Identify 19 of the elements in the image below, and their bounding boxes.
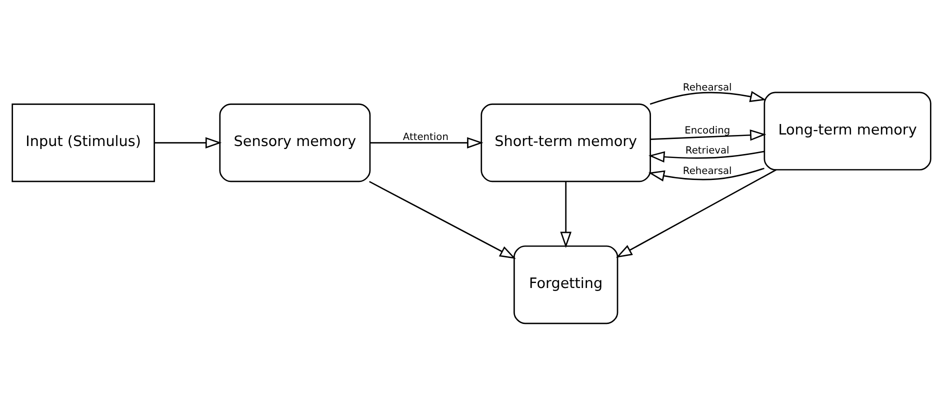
- node-box: Short-term memory: [480, 102, 651, 182]
- arrow: [648, 167, 764, 181]
- edge-label: Retrieval: [685, 144, 730, 156]
- arrow: [650, 90, 766, 104]
- node-box: Forgetting: [514, 244, 618, 324]
- arrow: [560, 180, 572, 248]
- arrow: [650, 128, 766, 140]
- arrow: [648, 150, 765, 162]
- node-box: Long-term memory: [764, 91, 932, 170]
- edge-label: Rehearsal: [682, 166, 732, 177]
- node-box: Input (Stimulus): [12, 102, 155, 182]
- arrow: [369, 180, 516, 258]
- edge-label: Attention: [402, 131, 448, 142]
- arrow: [154, 136, 222, 148]
- edge-label: Encoding: [684, 125, 730, 136]
- edge-label: Rehearsal: [682, 82, 732, 93]
- arrow: [370, 136, 484, 148]
- arrow: [616, 168, 777, 258]
- node-box: Sensory memory: [219, 102, 371, 182]
